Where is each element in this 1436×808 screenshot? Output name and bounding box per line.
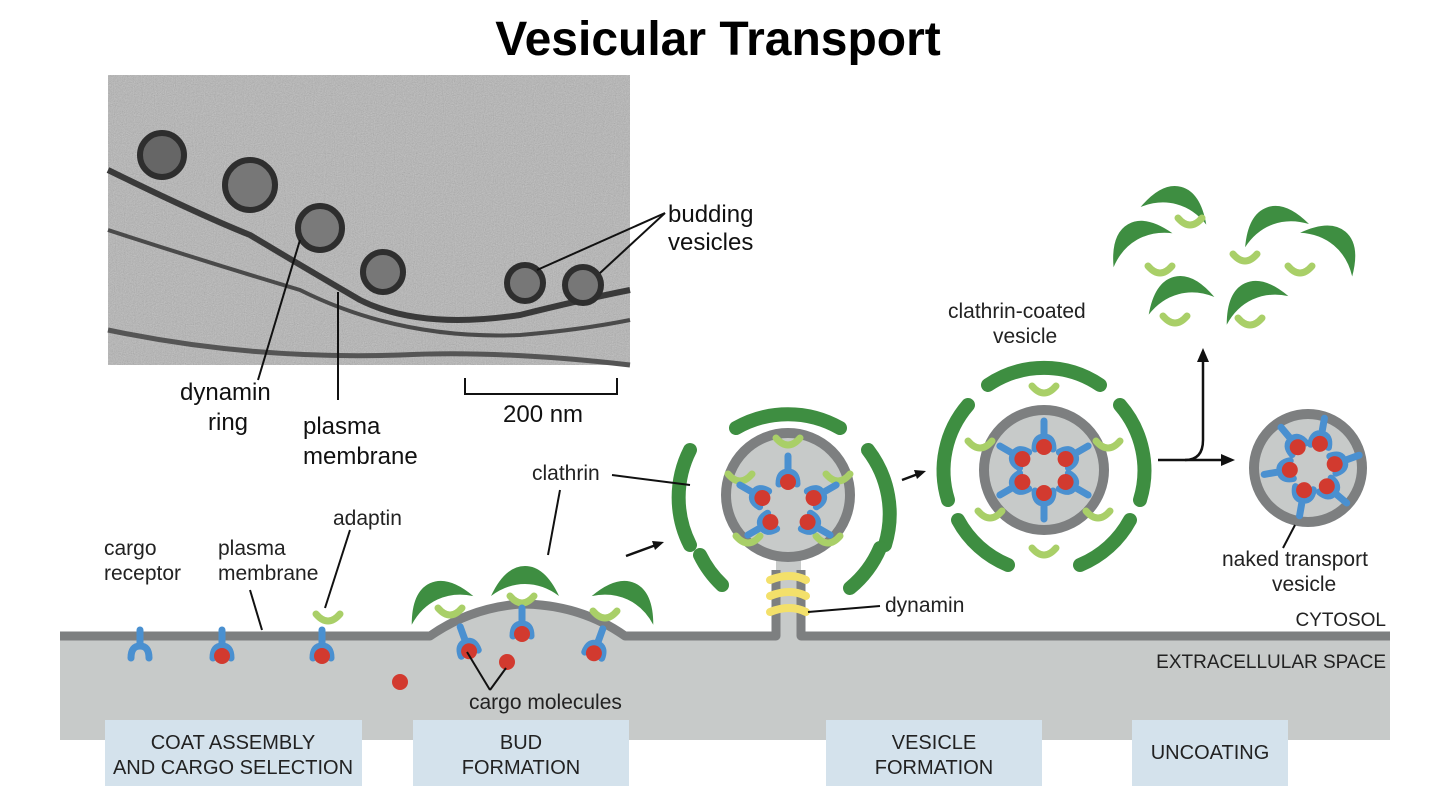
label-micro-plasma-1: plasma xyxy=(303,413,381,440)
stage-box-coat-assembly: COAT ASSEMBLY AND CARGO SELECTION xyxy=(105,720,362,786)
label-micro-plasma-2: membrane xyxy=(303,443,418,470)
label-naked-transport: naked transport xyxy=(1222,548,1368,571)
cargo-pointers xyxy=(466,651,507,691)
svg-text:BUD: BUD xyxy=(500,732,542,754)
stage-box-bud-formation: BUD FORMATION xyxy=(413,720,629,786)
svg-text:FORMATION: FORMATION xyxy=(462,757,581,779)
stage-box-vesicle-formation: VESICLE FORMATION xyxy=(826,720,1042,786)
label-receptor: receptor xyxy=(104,562,181,585)
dynamin-ring xyxy=(766,572,810,616)
label-coated-vesicle: vesicle xyxy=(993,325,1057,348)
page-title: Vesicular Transport xyxy=(495,13,941,66)
label-dynamin-ring-1: dynamin xyxy=(180,379,271,406)
label-plasma: plasma xyxy=(218,537,286,560)
label-dynamin: dynamin xyxy=(885,594,964,617)
svg-text:COAT ASSEMBLY: COAT ASSEMBLY xyxy=(151,732,316,754)
label-clathrin: clathrin xyxy=(532,462,600,485)
label-cargo: cargo xyxy=(104,537,157,560)
label-budding: budding xyxy=(668,201,753,228)
stage-box-uncoating: UNCOATING xyxy=(1132,720,1288,786)
cargo-molecule xyxy=(392,674,408,690)
clathrin-coated-vesicle xyxy=(936,360,1152,572)
scale-bar xyxy=(464,378,618,395)
svg-text:UNCOATING: UNCOATING xyxy=(1151,742,1270,764)
process-arrows xyxy=(625,348,1235,558)
diagram-pointers xyxy=(249,474,1296,631)
label-vesicles: vesicles xyxy=(668,229,753,256)
label-cytosol: CYTOSOL xyxy=(1296,610,1386,631)
electron-micrograph xyxy=(106,75,631,368)
svg-text:FORMATION: FORMATION xyxy=(875,757,994,779)
naked-transport-vesicle xyxy=(1249,409,1367,527)
label-cargo-molecules: cargo molecules xyxy=(469,691,622,714)
released-clathrin-coat xyxy=(1098,178,1372,325)
micrograph-pointers xyxy=(257,212,666,400)
label-dynamin-ring-2: ring xyxy=(208,409,248,436)
label-clathrin-coated: clathrin-coated xyxy=(948,300,1086,323)
svg-text:AND CARGO SELECTION: AND CARGO SELECTION xyxy=(113,757,353,779)
label-adaptin: adaptin xyxy=(333,507,402,530)
scale-bar-label: 200 nm xyxy=(503,401,583,428)
label-naked-vesicle: vesicle xyxy=(1272,573,1336,596)
label-membrane: membrane xyxy=(218,562,318,585)
label-extracellular-space: EXTRACELLULAR SPACE xyxy=(1156,652,1386,673)
extracellular-space xyxy=(60,604,780,740)
forming-vesicle xyxy=(671,407,897,595)
bud xyxy=(399,566,666,670)
svg-text:VESICLE: VESICLE xyxy=(892,732,976,754)
